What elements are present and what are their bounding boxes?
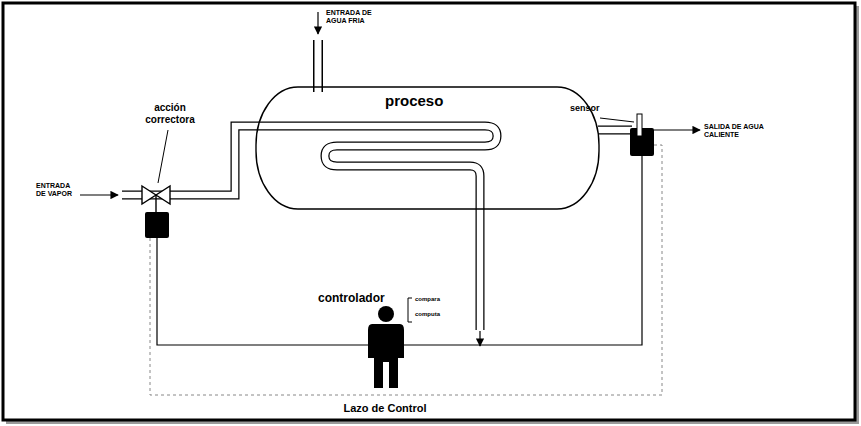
bracket: [408, 298, 412, 322]
leader-line: [600, 118, 634, 122]
outlet-label: SALIDA DE AGUA CALIENTE: [704, 123, 766, 139]
inlet-pipe-bore: [315, 39, 322, 94]
process-tank: proceso: [255, 86, 600, 210]
outlet-pipe-bore: [596, 127, 633, 134]
bracket-label: compara: [415, 296, 455, 303]
inlet-label: ENTRADA DE AGUA FRIA: [326, 9, 378, 25]
loop-label: Lazo de Control: [330, 402, 440, 415]
steam-arrow: [80, 194, 118, 195]
frame: [3, 3, 855, 420]
sensor-label: sensor: [570, 103, 610, 113]
bracket-label: computa: [415, 311, 455, 318]
process-label: proceso: [385, 92, 443, 109]
inlet-arrow: [317, 12, 318, 34]
valve-actuator: [145, 212, 169, 238]
steam-label: ENTRADA DE VAPOR: [36, 182, 78, 198]
outlet-arrow: [654, 129, 700, 130]
steam-coil-bore: [121, 126, 497, 331]
actuator-label: acción correctora: [140, 102, 200, 125]
leader-line: [158, 130, 168, 183]
sensor-probe: [637, 114, 642, 136]
condensate-arrow: [479, 331, 480, 346]
steam-coil: [122, 126, 497, 330]
valve-stem: [155, 195, 156, 212]
controller-person: [368, 306, 404, 388]
signal-wire: [157, 156, 642, 345]
controller-label: controlador: [318, 292, 398, 306]
control-loop-line: [150, 145, 662, 395]
